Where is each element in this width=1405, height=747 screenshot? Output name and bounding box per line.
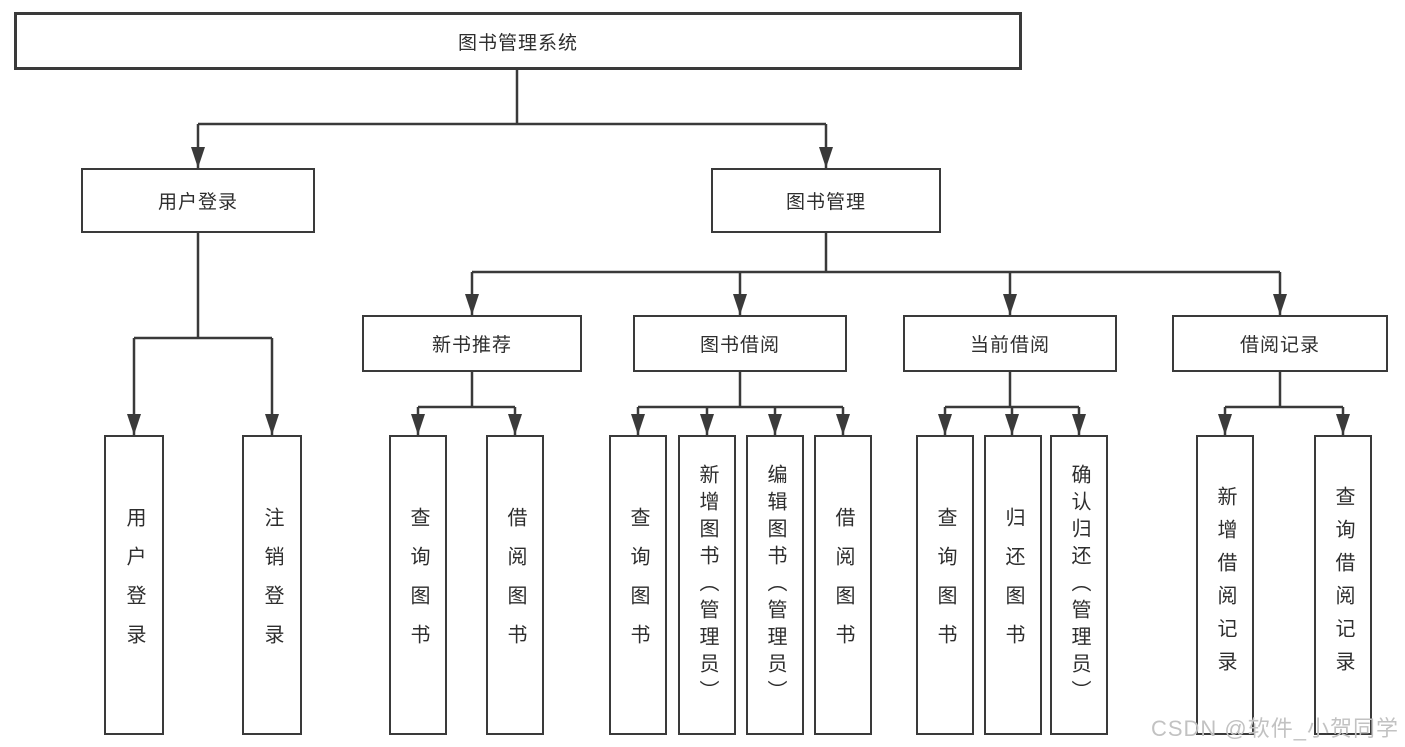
node-label: 图书管理 — [785, 192, 866, 213]
leaf-add-books-admin: 新增图书（管理员） — [678, 435, 736, 735]
leaf-label: 注销登录 — [261, 507, 283, 663]
node-label: 图书管理系统 — [457, 32, 578, 54]
leaf-query-borrow-record: 查询借阅记录 — [1314, 435, 1372, 735]
leaf-label: 新增图书（管理员） — [696, 463, 718, 707]
leaf-borrow-books: 借阅图书 — [814, 435, 872, 735]
leaf-confirm-return-admin: 确认归还（管理员） — [1050, 435, 1108, 735]
csdn-watermark: CSDN @软件_小贺同学 — [1150, 716, 1399, 741]
node-user-login: 用户登录 — [81, 168, 315, 233]
node-book-management: 图书管理 — [711, 168, 941, 233]
leaf-borrow-books-recommend: 借阅图书 — [486, 435, 544, 735]
leaf-label: 借阅图书 — [504, 507, 526, 663]
leaf-label: 用户登录 — [123, 507, 145, 663]
leaf-label: 编辑图书（管理员） — [764, 463, 786, 707]
leaf-query-books-recommend: 查询图书 — [389, 435, 447, 735]
leaf-query-books-borrow: 查询图书 — [609, 435, 667, 735]
node-current-borrow: 当前借阅 — [903, 315, 1117, 372]
leaf-return-books: 归还图书 — [984, 435, 1042, 735]
node-label: 新书推荐 — [431, 335, 512, 356]
node-label: 借阅记录 — [1239, 335, 1320, 356]
node-borrow-records: 借阅记录 — [1172, 315, 1388, 372]
leaf-label: 新增借阅记录 — [1214, 486, 1236, 684]
leaf-user-login: 用户登录 — [104, 435, 164, 735]
node-label: 用户登录 — [157, 192, 238, 213]
leaf-label: 归还图书 — [1002, 507, 1024, 663]
leaf-label: 查询借阅记录 — [1332, 486, 1354, 684]
node-label: 当前借阅 — [969, 335, 1050, 356]
leaf-logout: 注销登录 — [242, 435, 302, 735]
leaf-label: 借阅图书 — [832, 507, 854, 663]
node-library-management-system: 图书管理系统 — [14, 12, 1022, 70]
leaf-label: 确认归还（管理员） — [1068, 463, 1090, 707]
node-book-borrow: 图书借阅 — [633, 315, 847, 372]
leaf-label: 查询图书 — [627, 507, 649, 663]
leaf-label: 查询图书 — [934, 507, 956, 663]
node-new-book-recommend: 新书推荐 — [362, 315, 582, 372]
leaf-edit-books-admin: 编辑图书（管理员） — [746, 435, 804, 735]
leaf-label: 查询图书 — [407, 507, 429, 663]
node-label: 图书借阅 — [699, 335, 780, 356]
leaf-query-books-current: 查询图书 — [916, 435, 974, 735]
leaf-add-borrow-record: 新增借阅记录 — [1196, 435, 1254, 735]
